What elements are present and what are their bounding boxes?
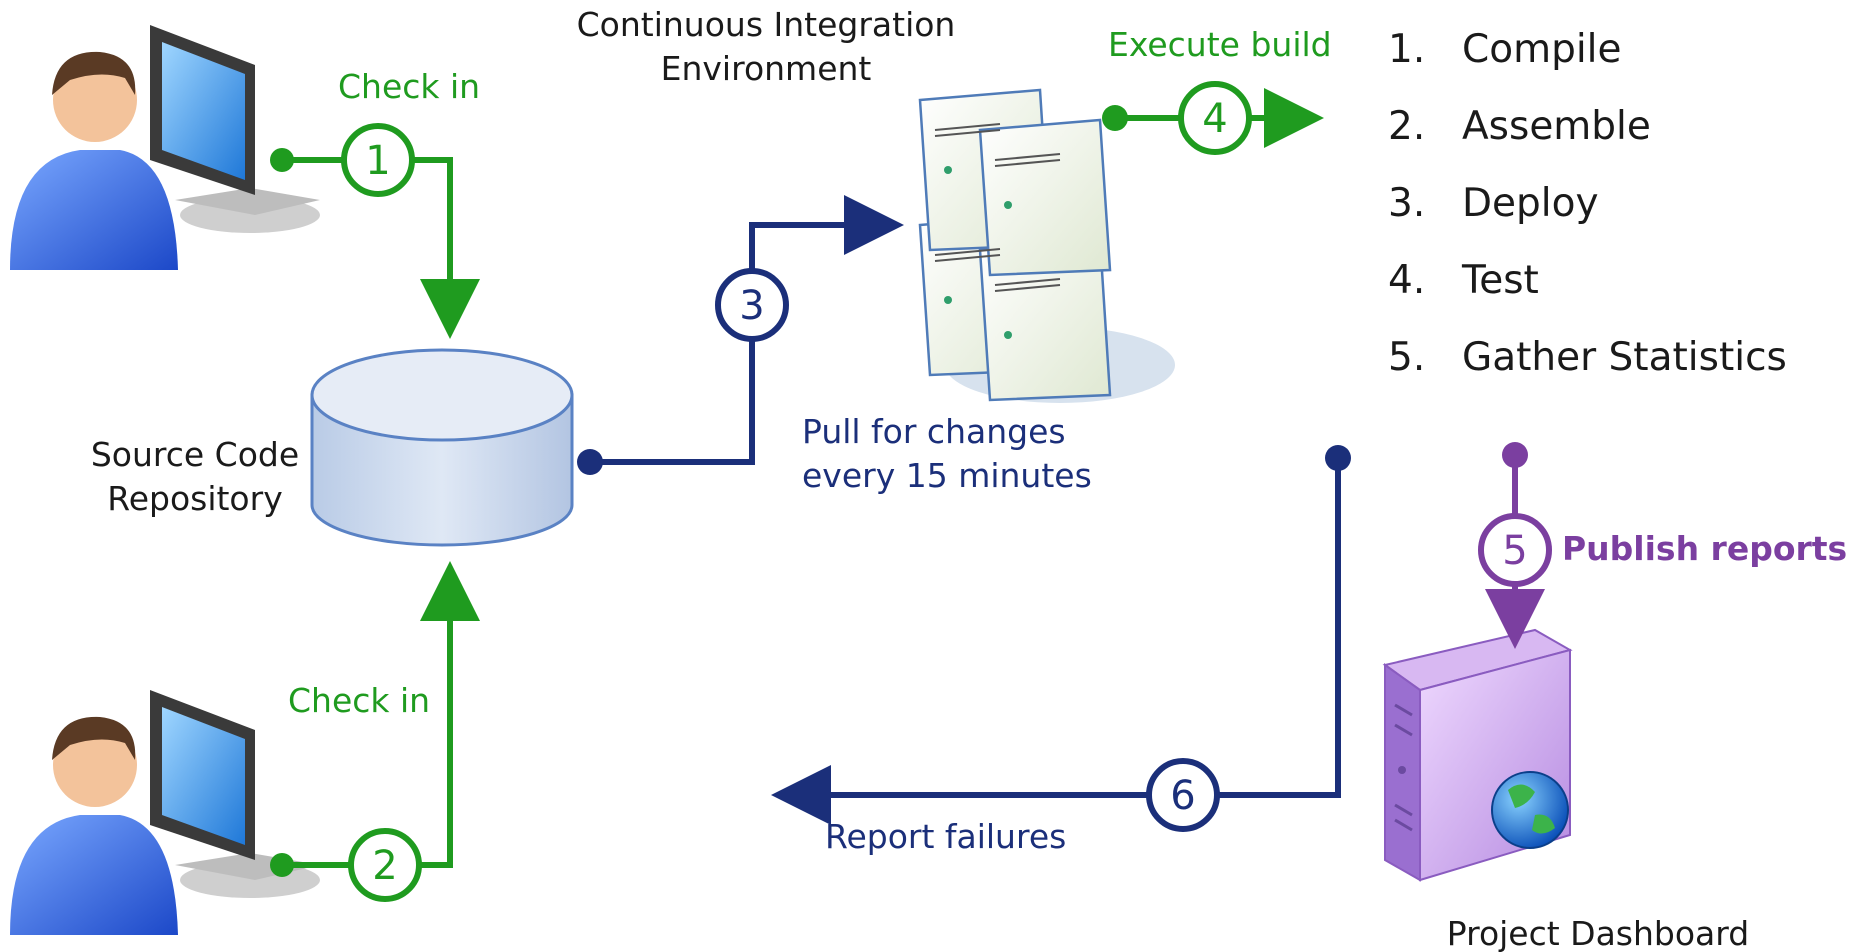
step-5-label: Publish reports: [1562, 529, 1847, 568]
step-4-label: Execute build: [1108, 25, 1332, 64]
developer-top: [10, 25, 320, 270]
developer-icon: [10, 716, 178, 935]
build-task-label: Deploy: [1462, 181, 1599, 226]
step-6-label: Report failures: [825, 817, 1066, 856]
step-number: 2: [372, 843, 397, 889]
step-badge-3: 3: [715, 268, 789, 342]
build-task-number: 1.: [1388, 27, 1425, 72]
ci-env-label-line2: Environment: [661, 49, 872, 88]
step-badge-2: 2: [348, 828, 422, 902]
build-task-label: Gather Statistics: [1462, 335, 1787, 380]
connector-step-3: [577, 195, 904, 475]
connector-step-2: [270, 561, 480, 877]
connector-step-1: [270, 148, 480, 339]
build-task-number: 5.: [1388, 335, 1425, 380]
server-rack-icon: [918, 88, 1175, 403]
computer-monitor-icon: [150, 25, 320, 233]
source-repo-label-line1: Source Code: [91, 435, 299, 474]
step-1-label: Check in: [338, 67, 480, 106]
step-number: 1: [365, 138, 390, 184]
source-repo-label-line2: Repository: [107, 479, 282, 518]
ci-env-label-line1: Continuous Integration: [577, 5, 956, 44]
build-task-label: Test: [1461, 258, 1539, 303]
build-task-label: Assemble: [1462, 104, 1651, 149]
step-3-label-line2: every 15 minutes: [802, 456, 1092, 495]
step-badge-5: 5: [1478, 513, 1552, 587]
build-task-number: 4.: [1388, 258, 1425, 303]
build-task-list: 1. Compile 2. Assemble 3. Deploy 4. Test…: [1388, 27, 1787, 380]
connector-step-6: [771, 445, 1351, 825]
globe-icon: [1491, 771, 1569, 849]
step-number: 6: [1170, 773, 1195, 819]
project-dashboard-label: Project Dashboard: [1447, 914, 1749, 952]
step-badge-6: 6: [1146, 758, 1220, 832]
build-task-number: 3.: [1388, 181, 1425, 226]
developer-bottom: [10, 690, 320, 935]
build-task-number: 2.: [1388, 104, 1425, 149]
step-badge-4: 4: [1178, 81, 1252, 155]
developer-icon: [10, 51, 178, 270]
build-task-label: Compile: [1462, 27, 1622, 72]
step-number: 5: [1502, 528, 1527, 574]
step-badge-1: 1: [341, 123, 415, 197]
step-2-label: Check in: [288, 681, 430, 720]
step-number: 3: [739, 283, 764, 329]
step-3-label-line1: Pull for changes: [802, 412, 1066, 451]
step-number: 4: [1202, 96, 1227, 142]
database-icon: [310, 348, 574, 547]
